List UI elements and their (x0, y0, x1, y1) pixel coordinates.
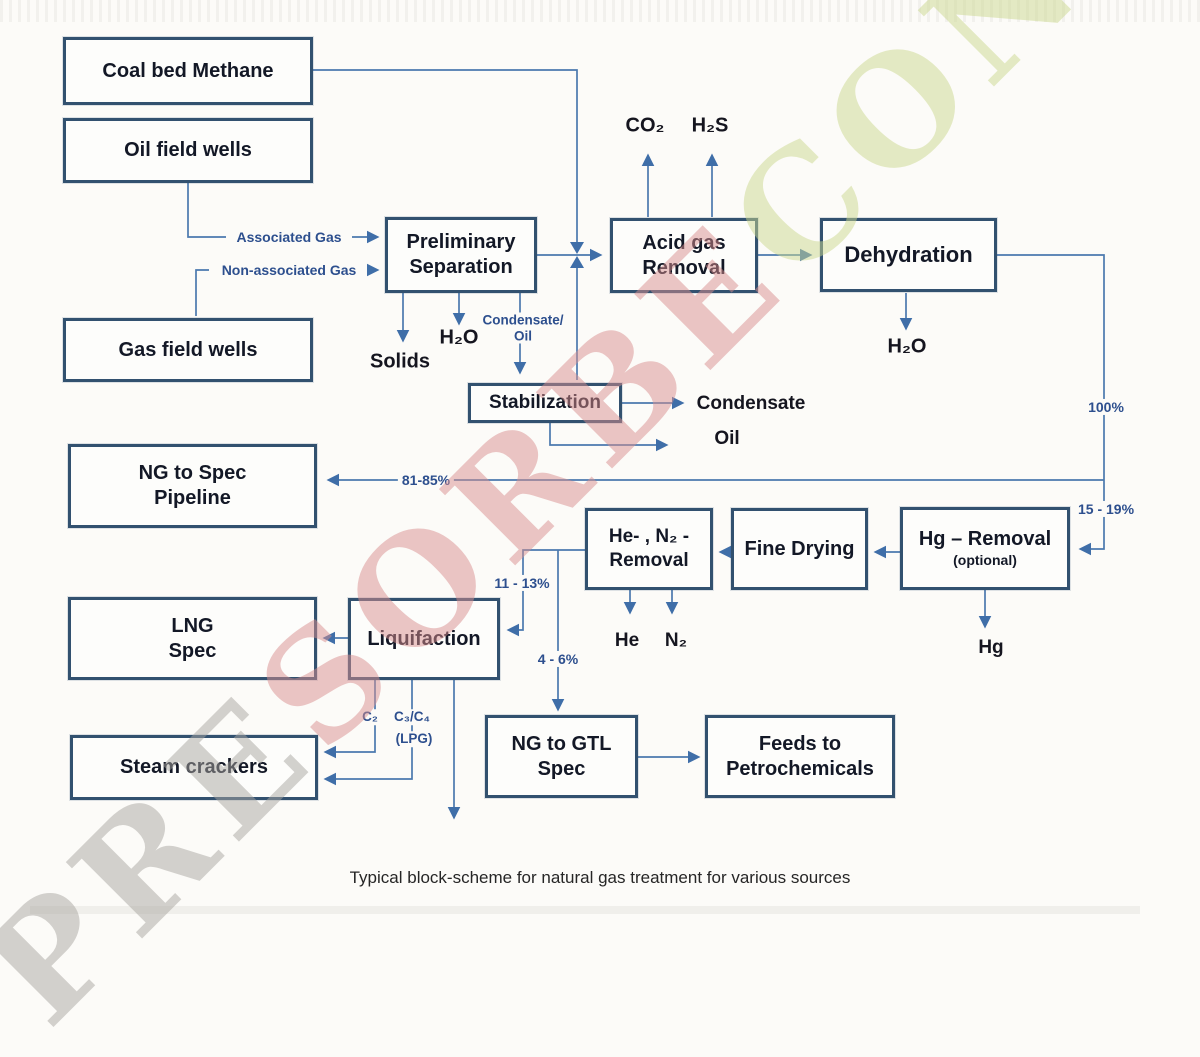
box-lng-spec: LNG Spec (68, 597, 317, 680)
label-lpg: (LPG) (393, 731, 435, 747)
label-oil: Oil (714, 428, 740, 450)
label-h2s: H₂S (691, 114, 729, 137)
label-pct-11-13: 11 - 13% (490, 574, 554, 592)
hg-removal-title: Hg – Removal (918, 528, 1052, 551)
box-liquifaction: Liquifaction (348, 598, 500, 680)
box-fine-drying: Fine Drying (731, 508, 868, 590)
label-condensate-oil: Condensate/ Oil (480, 312, 566, 344)
label-co2: CO₂ (625, 114, 665, 137)
box-gas-field-wells: Gas field wells (63, 318, 313, 382)
arrow-stabilization-oil (549, 422, 669, 452)
scan-artifact-top (0, 0, 1200, 22)
label-solids: Solids (369, 350, 431, 373)
arrow-c2-to-steamcrackers (323, 680, 376, 759)
label-c2: C₂ (360, 709, 380, 725)
box-ng-to-spec-pipeline: NG to Spec Pipeline (68, 444, 317, 528)
box-ng-to-gtl-spec: NG to GTL Spec (485, 715, 638, 798)
box-oil-field-wells: Oil field wells (63, 118, 313, 183)
arrow-c3c4-to-steamcrackers (323, 680, 413, 786)
box-hg-removal: Hg – Removal (optional) (900, 507, 1070, 590)
line-coalbed-to-junction (313, 69, 578, 245)
box-he-n2-removal: He- , N₂ - Removal (585, 508, 713, 590)
label-n2: N₂ (664, 630, 688, 652)
line-oilwells-to-associatedgas (187, 182, 226, 238)
line-gaswells-to-nonassociatedgas (195, 269, 209, 316)
box-dehydration: Dehydration (820, 218, 997, 292)
label-hg: Hg (978, 637, 1004, 659)
box-stabilization: Stabilization (468, 383, 622, 423)
box-coal-bed-methane: Coal bed Methane (63, 37, 313, 105)
hg-removal-note: (optional) (953, 552, 1017, 569)
label-pct-4-6: 4 - 6% (533, 650, 583, 668)
box-feeds-to-petrochemicals: Feeds to Petrochemicals (705, 715, 895, 798)
label-c3-c4: C₃/C₄ (392, 709, 432, 725)
box-preliminary-separation: Preliminary Separation (385, 217, 537, 293)
label-h2o-dehydration: H₂O (887, 335, 927, 358)
junction-bowtie-icon (570, 242, 584, 268)
label-he: He (614, 630, 640, 652)
box-steam-crackers: Steam crackers (70, 735, 318, 800)
label-condensate: Condensate (696, 393, 806, 415)
diagram-caption: Typical block-scheme for natural gas tre… (349, 868, 851, 887)
label-h2o-prelim: H₂O (439, 326, 479, 349)
label-pct-81-85: 81-85% (397, 471, 455, 489)
scan-artifact-bottom (30, 906, 1140, 914)
label-associated-gas: Associated Gas (236, 228, 342, 245)
label-pct-15-19: 15 - 19% (1073, 500, 1139, 518)
label-pct-100: 100% (1084, 398, 1128, 416)
label-non-associated-gas: Non-associated Gas (221, 261, 357, 278)
box-acid-gas-removal: Acid gas Removal (610, 218, 758, 293)
